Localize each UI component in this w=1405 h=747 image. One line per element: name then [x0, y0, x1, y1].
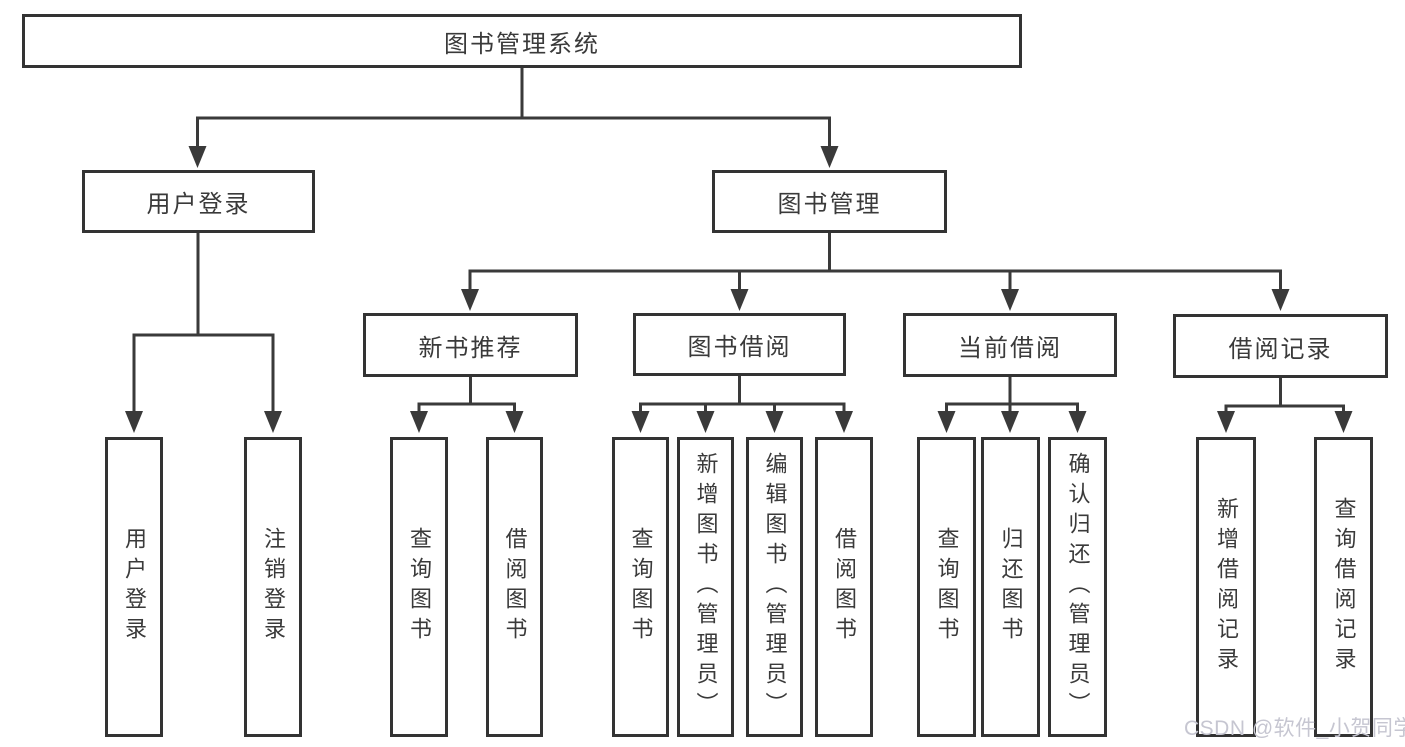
node-library-management-system: 图书管理系统	[22, 14, 1022, 68]
node-add-borrow-record: 新增借阅记录	[1196, 437, 1256, 737]
node-label: 图书借阅	[687, 334, 792, 361]
node-book-borrowing: 图书借阅	[633, 313, 846, 376]
node-user-login: 用户登录	[82, 170, 315, 233]
node-label: 新增图书（管理员）	[693, 452, 719, 722]
arrowheads	[125, 146, 1353, 433]
node-logout-leaf: 注销登录	[244, 437, 302, 737]
node-label: 用户登录	[146, 191, 251, 218]
node-label: 借阅记录	[1228, 335, 1333, 363]
node-label: 当前借阅	[958, 334, 1062, 362]
node-label: 编辑图书（管理员）	[762, 452, 788, 722]
csdn-watermark: CSDN @软件_小贺同学	[1184, 717, 1405, 740]
node-label: 查询借阅记录	[1331, 497, 1357, 677]
node-return-books: 归还图书	[981, 437, 1040, 737]
node-add-books-admin: 新增图书（管理员）	[677, 437, 734, 737]
node-user-login-leaf: 用户登录	[105, 437, 163, 737]
node-label: 新书推荐	[418, 334, 523, 362]
node-edit-books-admin: 编辑图书（管理员）	[746, 437, 803, 737]
node-query-books-recommend: 查询图书	[390, 437, 448, 737]
node-label: 借阅图书	[502, 527, 528, 647]
node-label: 归还图书	[998, 527, 1024, 647]
node-label: 查询图书	[934, 527, 960, 647]
node-borrow-books-borrowing: 借阅图书	[815, 437, 873, 737]
node-current-borrowing: 当前借阅	[903, 313, 1117, 377]
node-label: 确认归还（管理员）	[1065, 452, 1091, 722]
node-book-management: 图书管理	[712, 170, 947, 233]
node-label: 借阅图书	[832, 527, 857, 647]
node-label: 图书管理	[777, 191, 882, 218]
node-label: 新增借阅记录	[1214, 497, 1239, 677]
node-label: 查询图书	[628, 527, 654, 647]
node-confirm-return-admin: 确认归还（管理员）	[1048, 437, 1107, 737]
node-borrow-books-recommend: 借阅图书	[486, 437, 543, 737]
node-label: 用户登录	[122, 527, 147, 647]
node-label: 注销登录	[261, 527, 286, 647]
node-query-borrow-record: 查询借阅记录	[1314, 437, 1373, 737]
node-new-book-recommendation: 新书推荐	[363, 313, 578, 377]
node-borrowing-records: 借阅记录	[1173, 314, 1388, 378]
node-query-books-borrowing: 查询图书	[612, 437, 669, 737]
node-label: 查询图书	[407, 527, 432, 647]
node-label: 图书管理系统	[444, 30, 600, 58]
node-query-books-current: 查询图书	[917, 437, 976, 737]
